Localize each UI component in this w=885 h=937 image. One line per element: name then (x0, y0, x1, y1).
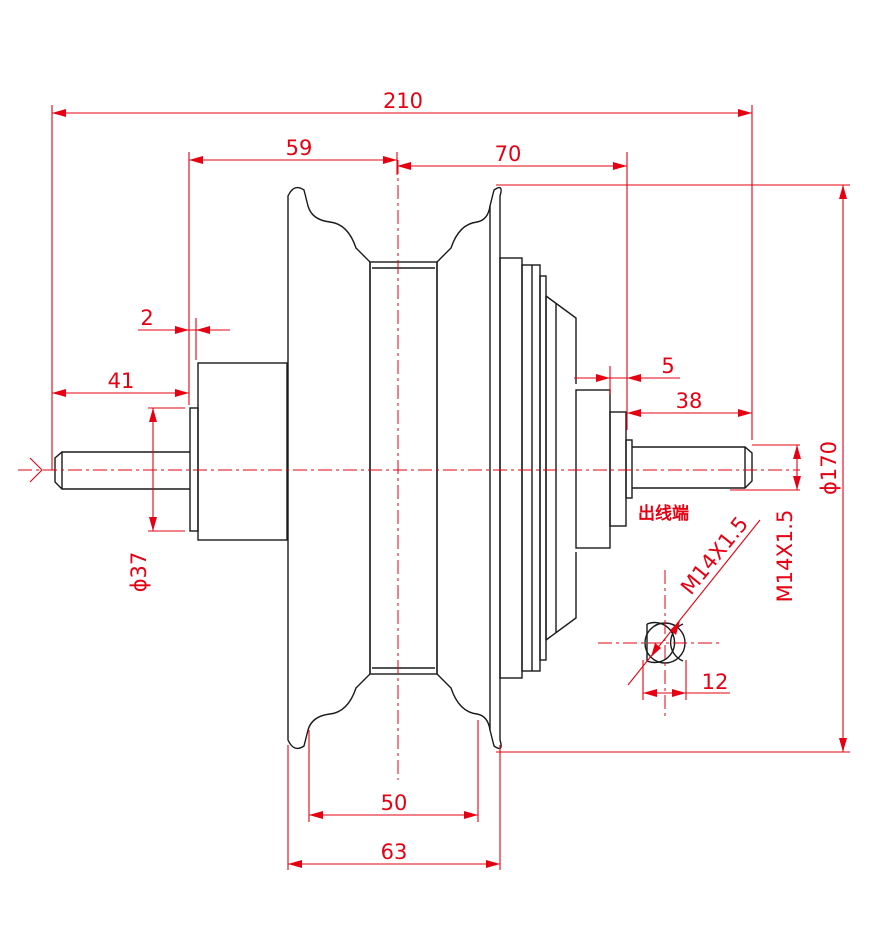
right-shaft (632, 446, 753, 489)
dimension-labels: 210 59 70 2 41 5 38 ϕ170 ϕ37 M14X1.5 M14… (108, 89, 841, 864)
dim-right-shaft: 38 (676, 389, 703, 413)
dim-thread-diagonal: M14X1.5 (676, 512, 753, 599)
left-rim-flange (287, 186, 371, 750)
dim-rim-outer: 63 (381, 840, 408, 864)
right-side-cover (499, 257, 633, 679)
dim-left-to-center: 59 (286, 136, 313, 160)
dim-thread-vertical: M14X1.5 (773, 510, 797, 603)
center-lines (18, 160, 800, 780)
motor-outline (54, 186, 753, 750)
dim-outer-diameter: ϕ170 (817, 441, 841, 495)
dim-bearing-gap: 5 (661, 354, 674, 378)
right-rim-flange (436, 186, 502, 750)
left-hub-cover (197, 362, 288, 541)
dim-overall-length: 210 (383, 89, 423, 113)
dimension-lines (29, 105, 850, 870)
dim-center-to-right: 70 (495, 142, 522, 166)
dim-rim-inner: 50 (381, 791, 408, 815)
rim-groove (369, 261, 438, 675)
cable-outlet-label: 出线端 (638, 503, 689, 524)
dim-left-shaft: 41 (108, 369, 135, 393)
dim-flat-width: 12 (702, 670, 729, 694)
dim-hub-diameter: ϕ37 (127, 552, 151, 593)
dim-flange-gap: 2 (140, 306, 153, 330)
